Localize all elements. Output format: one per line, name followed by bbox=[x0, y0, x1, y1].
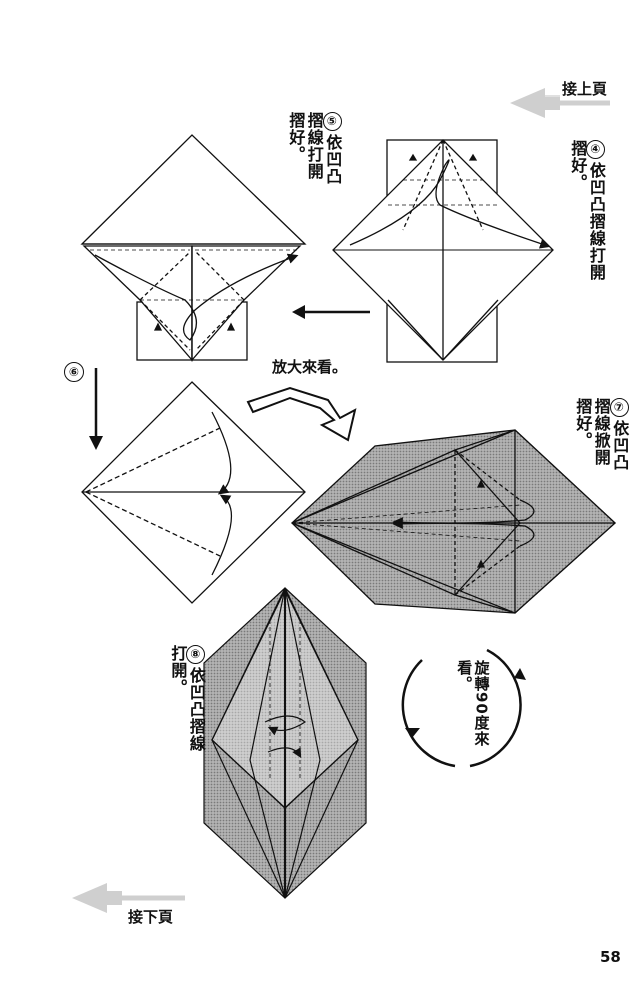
step5-text: 依凹凸摺線打開摺好。 bbox=[286, 112, 343, 185]
step8-figure bbox=[203, 587, 367, 899]
step-transition-arrow bbox=[292, 305, 370, 319]
step6-down-arrow bbox=[89, 368, 103, 450]
step4-text: 依凹凸摺線打開摺好。 bbox=[568, 140, 606, 281]
step8-number: ⑧ bbox=[186, 645, 206, 664]
prev-page-label: 接上頁 bbox=[562, 80, 608, 98]
step8-label: ⑧依凹凸摺線打開。 bbox=[168, 645, 206, 765]
step7-label: ⑦依凹凸摺線掀開摺好。 bbox=[573, 398, 629, 478]
next-page-label: 接下頁 bbox=[128, 908, 174, 926]
step4-number: ④ bbox=[586, 140, 606, 159]
step7-text: 依凹凸摺線掀開摺好。 bbox=[573, 398, 630, 471]
rotate-label: 旋轉90度來看。 bbox=[455, 660, 491, 747]
step5-figure bbox=[80, 134, 307, 362]
step8-text: 依凹凸摺線打開。 bbox=[168, 645, 206, 752]
page-number: 58 bbox=[600, 948, 621, 966]
step7-number: ⑦ bbox=[609, 398, 629, 417]
step7-figure bbox=[291, 429, 616, 614]
step4-label: ④依凹凸摺線打開摺好。 bbox=[568, 140, 606, 295]
enlarge-label: 放大來看。 bbox=[272, 358, 348, 376]
enlarge-arrow bbox=[246, 386, 357, 442]
step4-figure bbox=[332, 139, 554, 363]
step6-figure bbox=[81, 381, 306, 604]
step5-label: ⑤依凹凸摺線打開摺好。 bbox=[286, 112, 342, 192]
prev-page-arrow bbox=[510, 88, 610, 118]
rotate-90-icon bbox=[401, 648, 526, 768]
step5-number: ⑤ bbox=[322, 112, 342, 131]
next-page-arrow bbox=[72, 883, 185, 913]
step6-number: ⑥ bbox=[64, 362, 84, 382]
